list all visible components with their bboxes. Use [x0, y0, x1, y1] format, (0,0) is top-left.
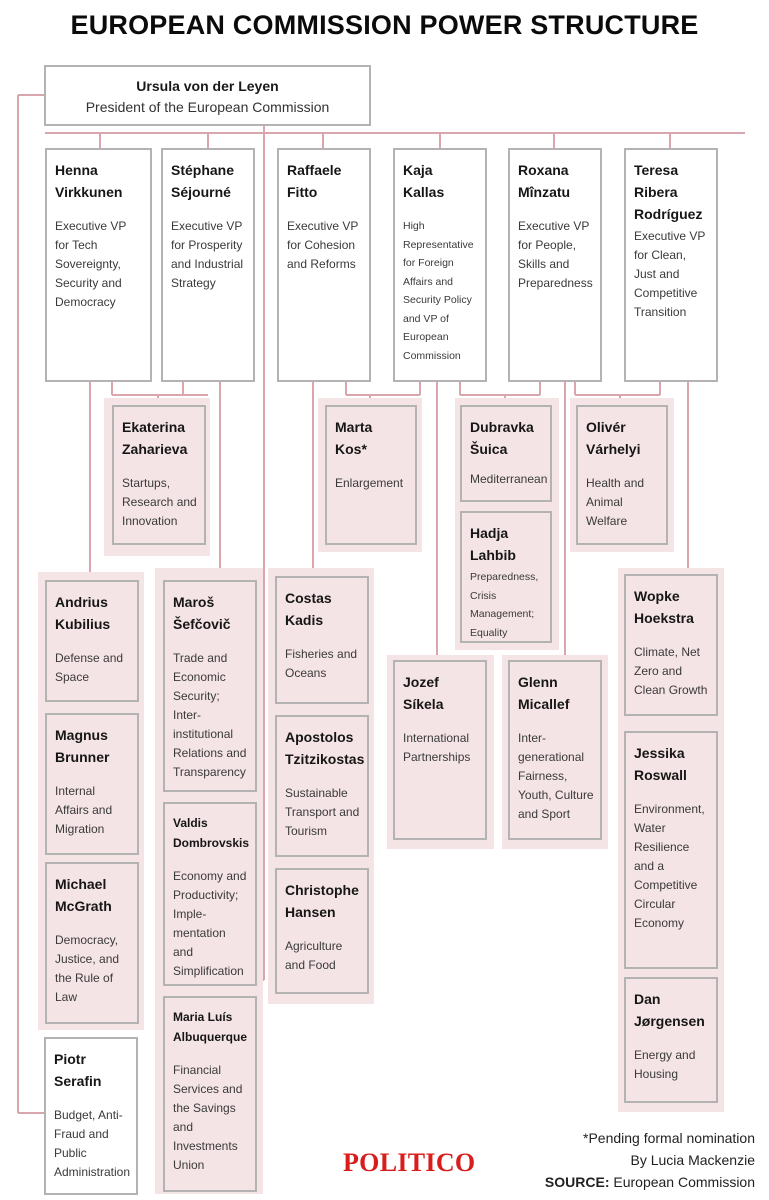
commissioner-box: Ekaterina Zaharieva Startups, Research a… [112, 405, 206, 545]
commissioner-box: Hadja Lahbib Preparedness, Crisis Manage… [460, 511, 552, 643]
commissioner-box: Jozef Síkela International Partnerships [393, 660, 487, 840]
commissioner-box: Magnus Brunner Internal Affairs and Migr… [45, 713, 139, 855]
vp-role: Executive VP for Cohesion and Reforms [287, 219, 359, 271]
commissioner-box: Maria Luís Albuquerque Financial Service… [163, 996, 257, 1192]
commissioner-name: Jessika Roswall [634, 745, 687, 783]
commissioner-portfolio: Financial Services and the Savings and I… [173, 1063, 243, 1172]
vp-role: Executive VP for Prosperity and Industri… [171, 219, 244, 290]
commissioner-box: Michael McGrath Democracy, Justice, and … [45, 862, 139, 1024]
commissioner-portfolio: Defense and Space [55, 651, 124, 684]
vp-box: Stéphane Séjourné Executive VP for Prosp… [161, 148, 255, 382]
commissioner-portfolio: International Partnerships [403, 731, 471, 764]
commissioner-name: Glenn Micallef [518, 674, 570, 712]
politico-logo: POLITICO [343, 1148, 476, 1177]
vp-box: Roxana Mînzatu Executive VP for People, … [508, 148, 602, 382]
commissioner-name: Apostolos Tzitzikostas [285, 729, 365, 767]
commissioner-box: Glenn Micallef Inter- generational Fairn… [508, 660, 602, 840]
commissioner-name: Andrius Kubilius [55, 594, 111, 632]
vp-role: Executive VP for Tech Sovereignty, Secur… [55, 219, 127, 309]
commissioner-name: Ekaterina Zaharieva [122, 419, 188, 457]
commissioner-portfolio: Fisheries and Oceans [285, 647, 358, 680]
commissioner-box: Dan Jørgensen Energy and Housing [624, 977, 718, 1103]
commissioner-name: Piotr Serafin [54, 1051, 102, 1089]
commissioner-box: Andrius Kubilius Defense and Space [45, 580, 139, 702]
commissioner-box: Olivér Várhelyi Health and Animal Welfar… [576, 405, 668, 545]
commissioner-box: Maroš Šefčovič Trade and Economic Securi… [163, 580, 257, 792]
commissioner-name: Olivér Várhelyi [586, 419, 641, 457]
commissioner-portfolio: Health and Animal Welfare [586, 476, 645, 528]
vp-role: High Representative for Foreign Affairs … [403, 220, 474, 362]
commissioner-portfolio: Agriculture and Food [285, 939, 343, 972]
footnote: *Pending formal nomination [583, 1130, 755, 1146]
vp-role: Executive VP for People, Skills and Prep… [518, 219, 593, 290]
president-box: Ursula von der Leyen President of the Eu… [44, 65, 371, 126]
vp-role: Executive VP for Clean, Just and Competi… [634, 229, 706, 319]
commissioner-name: Valdis Dombrovskis [173, 816, 250, 850]
commissioner-portfolio: Preparedness, Crisis Management; Equalit… [470, 571, 539, 639]
page-title: EUROPEAN COMMISSION POWER STRUCTURE [70, 10, 699, 40]
commissioner-box: Marta Kos* Enlargement [325, 405, 417, 545]
commissioner-box: Jessika Roswall Environment, Water Resil… [624, 731, 718, 969]
commissioner-portfolio: Energy and Housing [634, 1048, 696, 1081]
vp-name: Teresa Ribera Rodríguez [634, 162, 703, 222]
commissioner-name: Jozef Síkela [403, 674, 444, 712]
commissioner-box: Piotr Serafin Budget, Anti- Fraud and Pu… [44, 1037, 138, 1195]
vp-name: Stéphane Séjourné [171, 162, 235, 200]
commissioner-portfolio: Startups, Research and Innovation [122, 476, 197, 528]
commissioner-name: Costas Kadis [285, 590, 332, 628]
commissioner-box: Dubravka Šuica Mediterranean [460, 405, 552, 502]
vp-name: Kaja Kallas [403, 162, 445, 200]
president-role: President of the European Commission [85, 99, 330, 115]
source-line: SOURCE: European Commission [545, 1174, 755, 1190]
commissioner-portfolio: Environment, Water Resilience and a Comp… [634, 802, 705, 930]
commissioner-portfolio: Mediterranean [470, 472, 548, 486]
commissioner-box: Valdis Dombrovskis Economy and Productiv… [163, 802, 257, 986]
commissioner-box: Wopke Hoekstra Climate, Net Zero and Cle… [624, 574, 718, 716]
commissioner-name: Christophe Hansen [285, 882, 359, 920]
commissioner-portfolio: Inter- generational Fairness, Youth, Cul… [518, 731, 594, 821]
vp-name: Henna Virkkunen [55, 162, 123, 200]
commissioner-portfolio: Trade and Economic Security; Inter- inst… [173, 651, 247, 779]
commissioner-portfolio: Enlargement [335, 476, 404, 490]
commissioner-portfolio: Internal Affairs and Migration [55, 784, 113, 836]
commissioner-portfolio: Budget, Anti- Fraud and Public Administr… [54, 1108, 131, 1179]
source-label: SOURCE: [544, 1174, 610, 1190]
vp-box: Kaja Kallas High Representative for Fore… [393, 148, 487, 382]
vp-name: Raffaele Fitto [287, 162, 342, 200]
commissioner-box: Costas Kadis Fisheries and Oceans [275, 576, 369, 704]
commissioner-portfolio: Democracy, Justice, and the Rule of Law [55, 933, 120, 1004]
commissioner-box: Apostolos Tzitzikostas Sustainable Trans… [275, 715, 369, 857]
commissioner-portfolio: Economy and Productivity; Imple- mentati… [173, 869, 247, 978]
vp-box: Teresa Ribera Rodríguez Executive VP for… [624, 148, 718, 382]
commissioner-name: Dan Jørgensen [634, 991, 705, 1029]
commissioner-name: Hadja Lahbib [470, 525, 516, 563]
commissioner-name: Maria Luís Albuquerque [173, 1010, 247, 1044]
commissioner-portfolio: Climate, Net Zero and Clean Growth [634, 645, 708, 697]
president-name: Ursula von der Leyen [136, 78, 279, 94]
commissioner-portfolio: Sustainable Transport and Tourism [285, 786, 360, 838]
commissioner-name: Michael McGrath [55, 876, 112, 914]
commissioner-name: Magnus Brunner [55, 727, 110, 765]
source-value: European Commission [613, 1174, 755, 1190]
vp-name: Roxana Mînzatu [518, 162, 571, 200]
commissioner-name: Marta Kos* [335, 419, 373, 457]
commissioner-name: Dubravka Šuica [470, 419, 534, 457]
commissioner-name: Maroš Šefčovič [173, 594, 231, 632]
byline: By Lucia Mackenzie [630, 1152, 755, 1168]
commissioner-name: Wopke Hoekstra [634, 588, 694, 626]
vp-box: Raffaele Fitto Executive VP for Cohesion… [277, 148, 371, 382]
commissioner-box: Christophe Hansen Agriculture and Food [275, 868, 369, 994]
vp-box: Henna Virkkunen Executive VP for Tech So… [45, 148, 152, 382]
